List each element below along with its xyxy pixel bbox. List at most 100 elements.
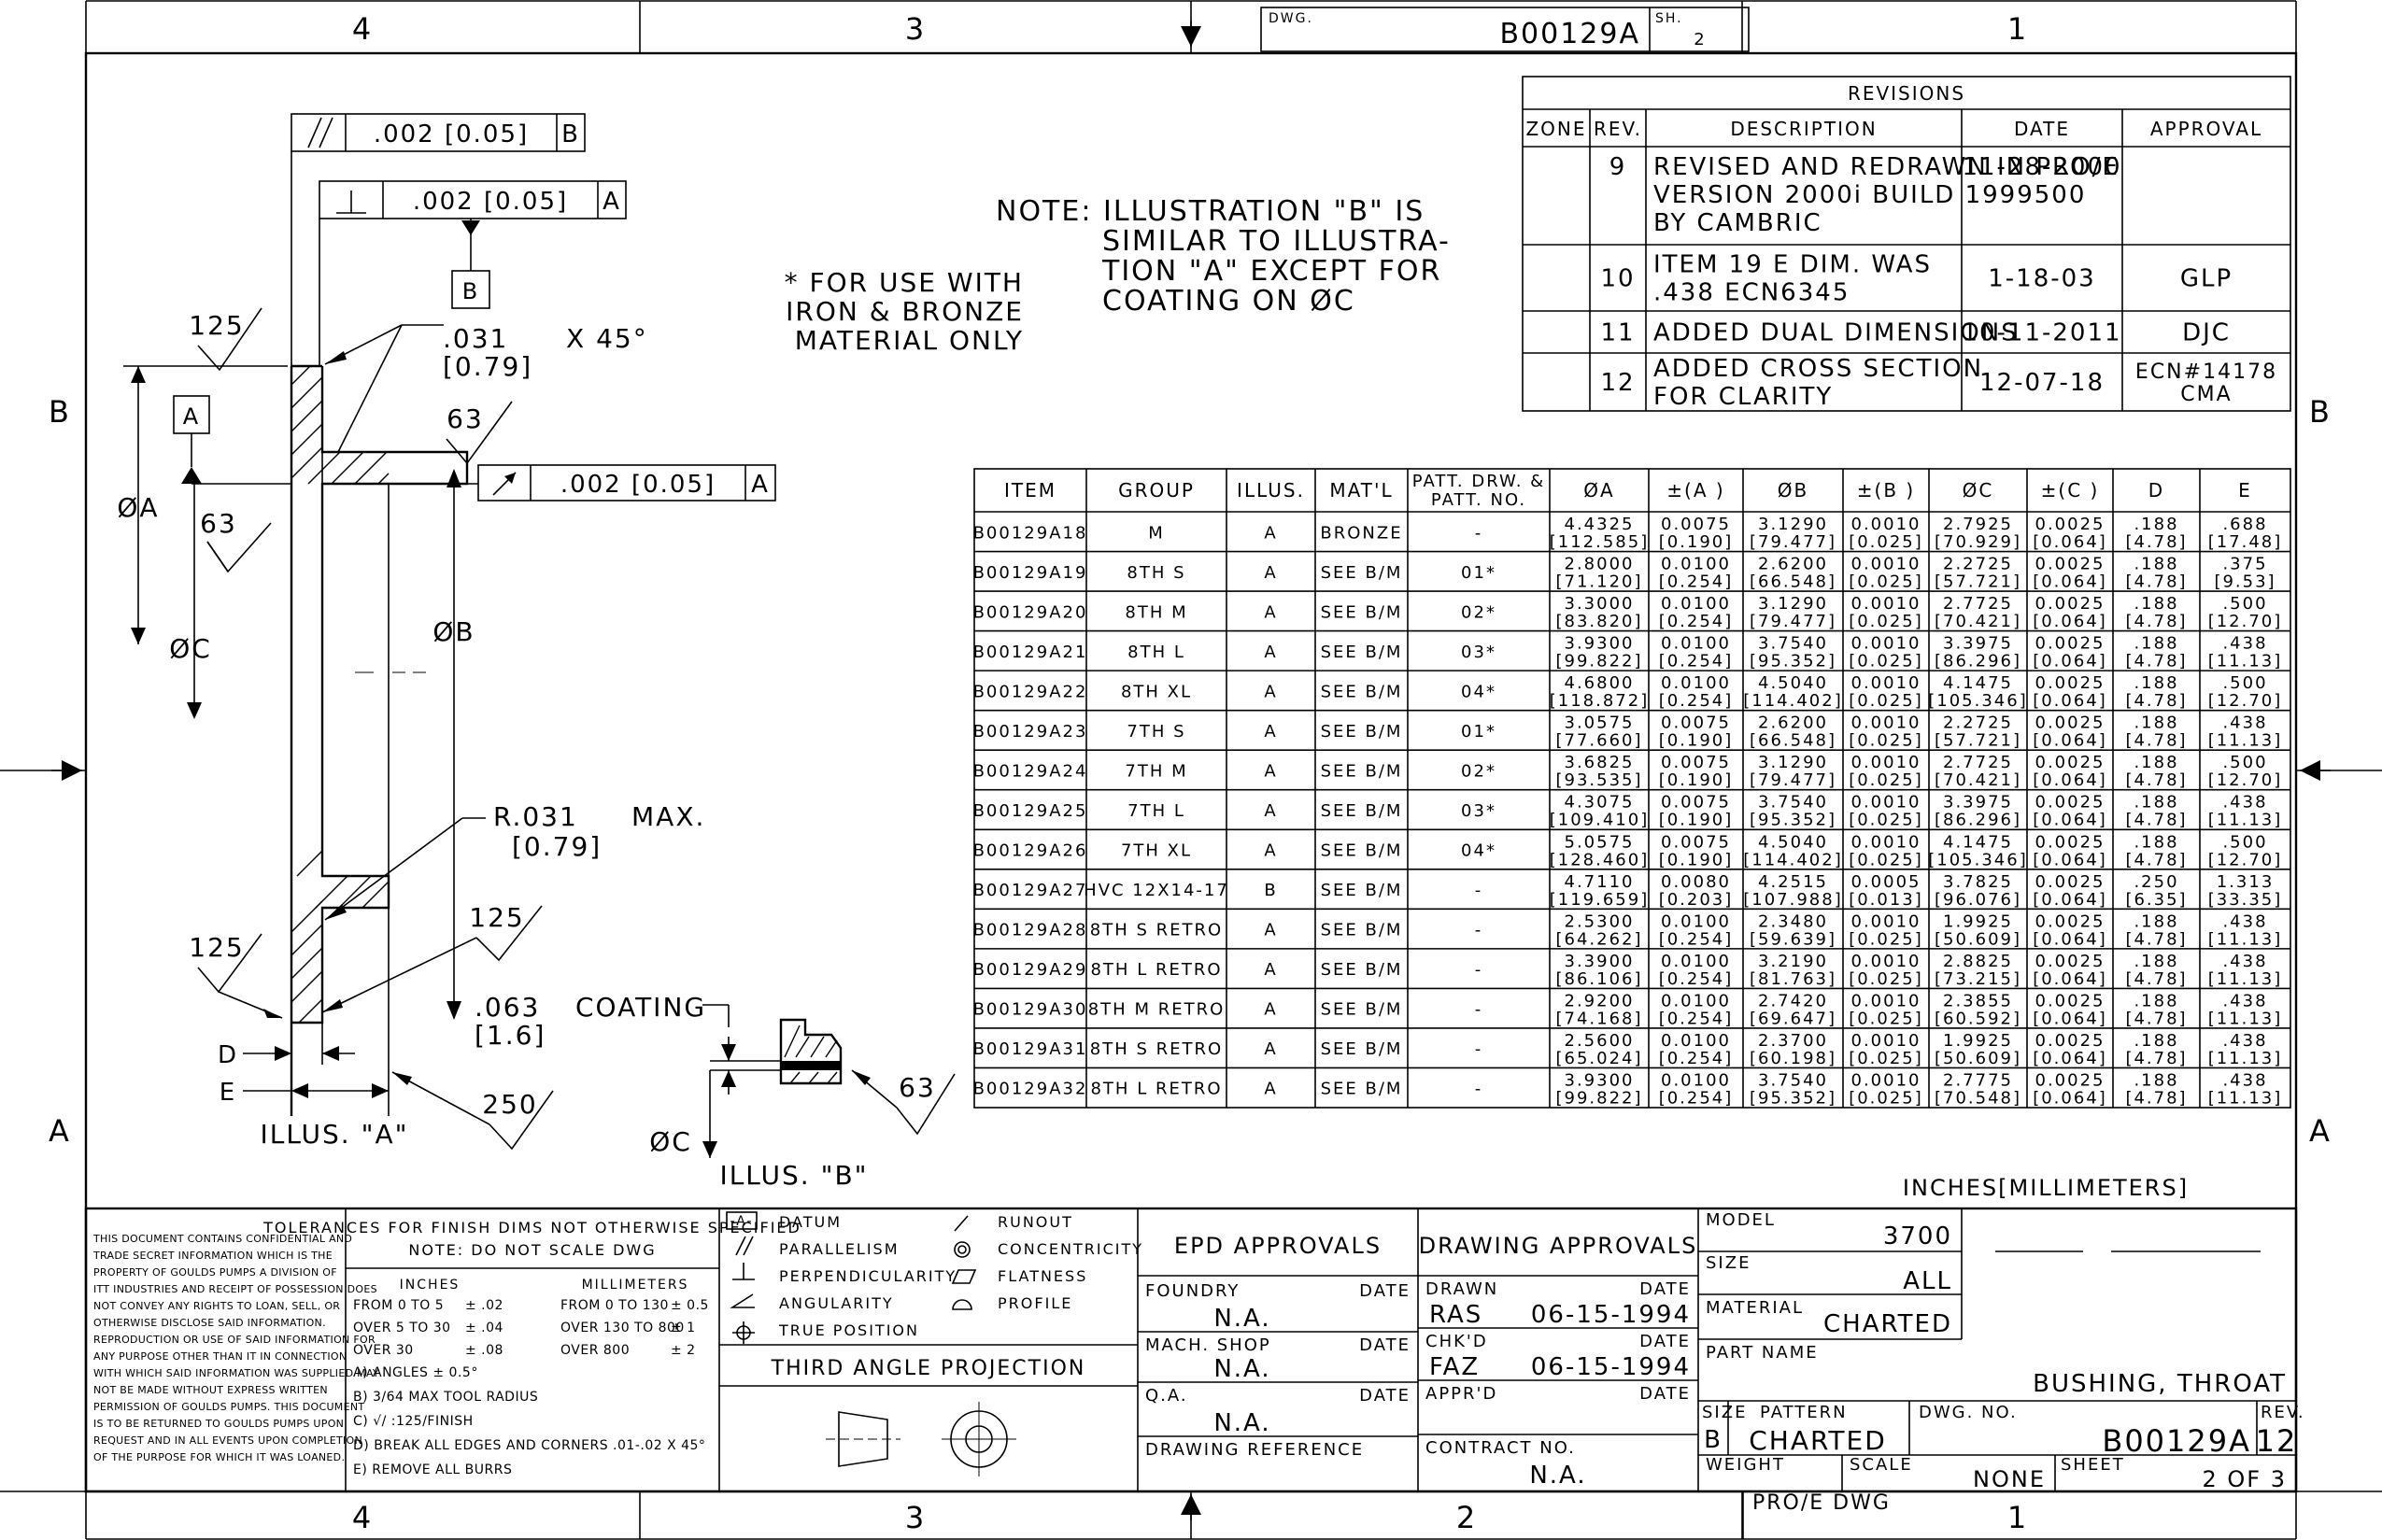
- parts-cell-inch: 0.0100: [1661, 1070, 1731, 1090]
- parts-cell-inch: 0.0010: [1851, 991, 1921, 1010]
- parts-cell-inch: 3.3900: [1565, 952, 1635, 971]
- parts-cell-mm: [77.660]: [1555, 731, 1642, 751]
- gdt-symbol-label: DATUM: [779, 1213, 842, 1231]
- title-block: THIS DOCUMENT CONTAINS CONFIDENTIAL ANDT…: [84, 1207, 2305, 1539]
- parts-cell-mm: [0.254]: [1659, 1088, 1734, 1108]
- parts-cell-inch: 0.0075: [1661, 832, 1731, 852]
- third-angle-projection-symbol: [826, 1402, 1016, 1476]
- parts-cell-mm: [0.190]: [1659, 850, 1734, 869]
- parts-cell: 03*: [1461, 801, 1496, 821]
- parts-cell: B00129A23: [973, 722, 1088, 742]
- parts-cell-inch: .688: [2222, 515, 2267, 534]
- finish-63-illus-b: 63: [899, 1072, 936, 1103]
- parts-cell-inch: 3.9300: [1565, 1070, 1635, 1090]
- parts-header: ITEM: [1004, 479, 1056, 502]
- parts-cell-inch: 0.0010: [1851, 952, 1921, 971]
- parts-cell-mm: [0.064]: [2033, 1049, 2107, 1068]
- parts-cell-inch: 4.1475: [1943, 832, 2013, 852]
- rev-row-date: 1-18-03: [1988, 265, 2095, 293]
- parts-cell-inch: 1.313: [2217, 872, 2275, 892]
- parts-header: MAT'L: [1329, 479, 1393, 502]
- parts-cell-inch: .188: [2134, 634, 2178, 654]
- tol-inches-range: OVER 30: [353, 1343, 414, 1358]
- rev-row-date: 11-28-2000: [1962, 153, 2121, 181]
- parts-cell-mm: [0.064]: [2033, 770, 2107, 790]
- size-letter: B: [1704, 1426, 1723, 1454]
- parts-cell-mm: [4.78]: [2125, 612, 2187, 631]
- parts-cell: A: [1264, 643, 1277, 662]
- parts-cell-mm: [4.78]: [2125, 1049, 2187, 1068]
- parts-cell-inch: 3.0575: [1565, 713, 1635, 733]
- parts-cell-inch: 0.0010: [1851, 911, 1921, 931]
- fcf-parallelism: .002 [0.05] B: [291, 113, 586, 366]
- rev-head-date: DATE: [2014, 118, 2070, 140]
- parts-cell: SEE B/M: [1321, 1080, 1403, 1099]
- parts-cell-inch: 4.4325: [1565, 515, 1635, 534]
- parts-cell-inch: .188: [2134, 911, 2178, 931]
- datum-b-box: [451, 270, 490, 309]
- parts-cell-inch: 4.1475: [1943, 673, 2013, 693]
- parts-cell-inch: 0.0010: [1851, 594, 1921, 614]
- parts-cell: A: [1264, 801, 1277, 821]
- parts-cell-mm: [118.872]: [1550, 691, 1649, 711]
- rev-row-description: VERSION 2000i BUILD 1999500: [1653, 181, 2086, 209]
- mach-shop-value: N.A.: [1213, 1355, 1270, 1383]
- parts-cell-mm: [0.025]: [1849, 929, 1923, 949]
- parts-cell: SEE B/M: [1321, 921, 1403, 940]
- zone-top-3: 3: [905, 11, 926, 47]
- illus-a-label: ILLUS. "A": [260, 1119, 408, 1150]
- rev-head-rev: REV.: [1594, 118, 1642, 140]
- parts-cell-mm: [74.168]: [1555, 1009, 1642, 1028]
- parts-cell-inch: .438: [2222, 1070, 2267, 1090]
- parts-cell-mm: [86.296]: [1935, 811, 2021, 830]
- parts-cell-mm: [12.70]: [2208, 691, 2283, 711]
- parts-cell: B00129A25: [973, 801, 1088, 821]
- parts-cell: B00129A21: [973, 643, 1088, 662]
- tol-inches-value: ± .02: [465, 1298, 503, 1313]
- parts-cell: -: [1475, 1080, 1483, 1099]
- parts-cell-mm: [0.254]: [1659, 691, 1734, 711]
- parts-cell-mm: [112.585]: [1550, 532, 1649, 552]
- parts-cell-inch: 0.0100: [1661, 673, 1731, 693]
- parts-header: E: [2238, 479, 2252, 502]
- contract-no-value: N.A.: [1529, 1462, 1586, 1490]
- parts-cell-mm: [4.78]: [2125, 652, 2187, 671]
- gdt-symbol-label: RUNOUT: [998, 1213, 1073, 1231]
- zone-bottom-1: 1: [2007, 1500, 2028, 1535]
- dim-b-label: ØB: [432, 616, 475, 647]
- rev-row-description: ITEM 19 E DIM. WAS: [1653, 251, 1932, 279]
- dwg-no-value: B00129A: [2102, 1423, 2251, 1459]
- parts-cell: B00129A28: [973, 921, 1088, 940]
- radius-mm: [0.79]: [512, 831, 602, 862]
- gdt-symbol-label: PROFILE: [998, 1294, 1072, 1312]
- rev-label: REV.: [2261, 1403, 2305, 1422]
- parts-cell-inch: .188: [2134, 832, 2178, 852]
- finish-250: 250: [482, 1089, 537, 1120]
- tol-mm-value: ± 0.5: [671, 1298, 709, 1313]
- parts-cell-mm: [60.592]: [1935, 1009, 2021, 1028]
- parts-cell-inch: .500: [2222, 594, 2267, 614]
- pattern-label: PATTERN: [1760, 1403, 1848, 1422]
- notes: NOTE: ILLUSTRATION "B" IS SIMILAR TO ILL…: [785, 195, 1449, 356]
- parts-header: ±(C ): [2041, 479, 2100, 502]
- parts-cell-inch: 2.9200: [1565, 991, 1635, 1010]
- parts-cell-inch: 0.0010: [1851, 713, 1921, 733]
- parts-cell: 8TH M: [1125, 602, 1187, 622]
- parts-header: ILLUS.: [1237, 479, 1305, 502]
- parts-cell-inch: .500: [2222, 753, 2267, 772]
- parts-cell: 01*: [1461, 563, 1496, 583]
- parts-cell-inch: 4.2515: [1758, 872, 1828, 892]
- datum-a-label: A: [183, 403, 200, 430]
- parts-cell-mm: [99.822]: [1555, 1088, 1642, 1108]
- size-field-label: SIZE: [1706, 1253, 1751, 1273]
- parts-cell-mm: [65.024]: [1555, 1049, 1642, 1068]
- parts-cell-inch: 2.3480: [1758, 911, 1828, 931]
- fcf-runout-tol: .002 [0.05]: [560, 471, 716, 499]
- rev-row-description: REVISED AND REDRAWN IN PRO/E: [1653, 153, 2120, 181]
- parts-cell: 7TH S: [1127, 722, 1185, 742]
- parts-header: D: [2148, 479, 2164, 502]
